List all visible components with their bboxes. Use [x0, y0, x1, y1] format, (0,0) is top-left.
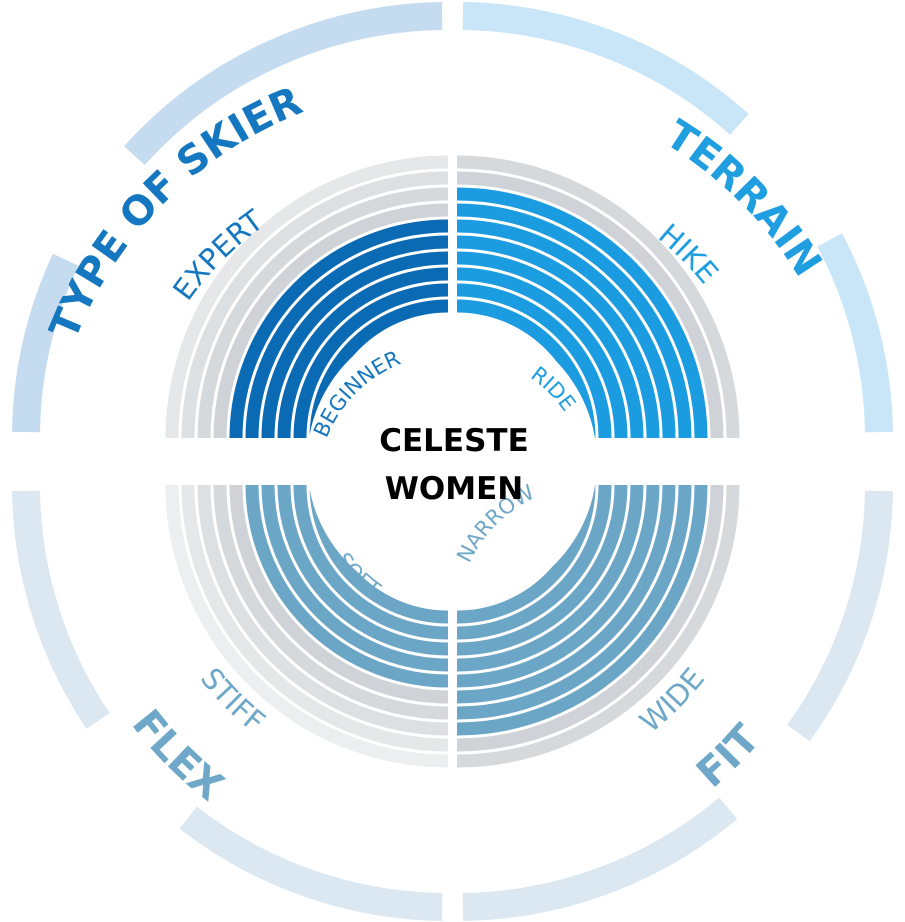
terrain-outer-band-2 — [817, 233, 893, 433]
product-name-line1: CELESTE — [379, 423, 529, 459]
skier-ring-10 — [165, 155, 449, 439]
terrain-ring-2 — [456, 283, 612, 439]
product-name-line2: WOMEN — [385, 471, 524, 507]
flex-ring-2 — [293, 484, 449, 640]
fit-ring-7 — [456, 484, 692, 720]
fit-ring-5 — [456, 484, 660, 688]
flex-ring-8 — [197, 484, 449, 736]
skier-ring-3 — [277, 267, 449, 439]
center-disc — [307, 317, 597, 607]
skier-ring-4 — [261, 251, 449, 439]
flex-ring-9 — [181, 484, 449, 752]
terrain-ring-10 — [456, 155, 740, 439]
terrain-outer-band-1 — [462, 2, 749, 135]
skier-ring-6 — [229, 219, 449, 439]
terrain-ring-9 — [456, 171, 724, 439]
category-label-fit: FIT — [688, 716, 769, 797]
fit-outer-band-2 — [462, 797, 738, 921]
outer-bands — [12, 2, 893, 921]
fit-ring-2 — [456, 484, 612, 640]
skier-outer-band-2 — [123, 2, 443, 166]
flex-outer-band-1 — [179, 806, 443, 921]
skier-ring-5 — [245, 235, 449, 439]
fit-ring-9 — [456, 484, 724, 752]
fit-ring-3 — [456, 484, 628, 656]
terrain-ring-4 — [456, 251, 644, 439]
flex-ring-10 — [165, 484, 449, 768]
fit-ring-6 — [456, 484, 676, 704]
category-label-flex: FLEX — [123, 701, 232, 810]
fit-ring-8 — [456, 484, 708, 736]
flex-ring-6 — [229, 484, 449, 704]
flex-ring-5 — [245, 484, 449, 688]
skier-ring-9 — [181, 171, 449, 439]
skier-ring-8 — [197, 187, 449, 439]
flex-outer-band-2 — [12, 490, 110, 729]
terrain-ring-5 — [456, 235, 660, 439]
terrain-ring-3 — [456, 267, 628, 439]
flex-ring-3 — [277, 484, 449, 656]
flex-ring-4 — [261, 484, 449, 672]
flex-ring-7 — [213, 484, 449, 720]
terrain-ring-7 — [456, 203, 692, 439]
fit-outer-band-1 — [787, 490, 893, 742]
fit-ring-4 — [456, 484, 644, 672]
skier-ring-2 — [293, 283, 449, 439]
skier-outer-band-1 — [12, 253, 79, 433]
skier-ring-7 — [213, 203, 449, 439]
fit-ring-10 — [456, 484, 740, 768]
terrain-ring-8 — [456, 187, 708, 439]
terrain-ring-6 — [456, 219, 676, 439]
